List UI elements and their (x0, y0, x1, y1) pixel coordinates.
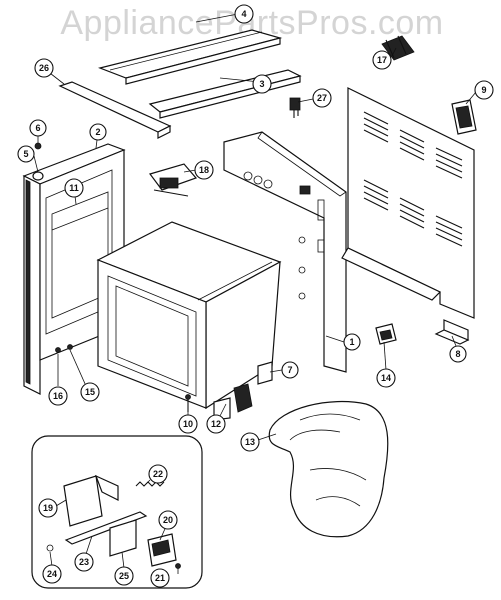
callout-19-label: 19 (43, 503, 53, 513)
callout-6[interactable]: 6 (29, 119, 47, 137)
part-18-switch[interactable] (149, 163, 198, 197)
callout-15[interactable]: 15 (80, 382, 100, 402)
callout-1-label: 1 (349, 337, 354, 347)
callout-16[interactable]: 16 (48, 386, 68, 406)
part-12-latch[interactable] (213, 383, 253, 421)
callout-21[interactable]: 21 (150, 568, 170, 588)
callout-9[interactable]: 9 (474, 80, 494, 100)
callout-3[interactable]: 3 (252, 74, 272, 94)
callout-25[interactable]: 25 (114, 566, 134, 586)
callout-18-label: 18 (199, 165, 209, 175)
part-3-lower-rail[interactable] (148, 69, 302, 119)
part-7-bracket[interactable] (257, 361, 273, 385)
callout-27-label: 27 (317, 93, 327, 103)
callout-25-label: 25 (119, 571, 129, 581)
callout-8[interactable]: 8 (449, 345, 467, 363)
callout-26-label: 26 (39, 63, 49, 73)
callout-16-label: 16 (53, 391, 63, 401)
callout-27[interactable]: 27 (312, 88, 332, 108)
callout-23[interactable]: 23 (74, 552, 94, 572)
callout-24-label: 24 (47, 569, 57, 579)
part-23-rod[interactable] (64, 511, 148, 545)
part-13-insulation[interactable] (268, 400, 389, 538)
callout-18[interactable]: 18 (194, 160, 214, 180)
callout-8-label: 8 (455, 349, 460, 359)
callout-14-label: 14 (381, 373, 391, 383)
part-1-side-panel[interactable] (223, 131, 347, 373)
callout-17[interactable]: 17 (372, 50, 392, 70)
part-15-screw[interactable] (67, 344, 73, 350)
part-25-plate[interactable] (109, 519, 137, 557)
callout-1[interactable]: 1 (343, 333, 361, 351)
part-24-ring[interactable] (46, 544, 54, 552)
part-4-top-rail[interactable] (98, 29, 283, 85)
callout-10-label: 10 (183, 419, 193, 429)
callout-21-label: 21 (155, 573, 165, 583)
part-17-clip[interactable] (381, 35, 415, 61)
callout-22[interactable]: 22 (148, 464, 168, 484)
callout-2[interactable]: 2 (89, 123, 107, 141)
part-9-back-panel[interactable] (341, 87, 475, 319)
part-21-screw[interactable] (175, 563, 181, 569)
callout-5-label: 5 (23, 149, 28, 159)
callout-20-label: 20 (163, 515, 173, 525)
callout-3-label: 3 (259, 79, 264, 89)
callout-11[interactable]: 11 (64, 178, 84, 198)
callout-11-label: 11 (69, 183, 79, 193)
callout-15-label: 15 (85, 387, 95, 397)
callout-19[interactable]: 19 (38, 498, 58, 518)
callout-23-label: 23 (79, 557, 89, 567)
callout-26[interactable]: 26 (34, 58, 54, 78)
callout-17-label: 17 (377, 55, 387, 65)
part-16-screw[interactable] (55, 347, 61, 353)
oven-cavity[interactable] (96, 221, 282, 410)
callout-7[interactable]: 7 (281, 361, 299, 379)
callout-6-label: 6 (35, 123, 40, 133)
leader-lines (33, 13, 477, 574)
part-19-bracket[interactable] (63, 474, 119, 527)
callout-7-label: 7 (287, 365, 292, 375)
callout-12[interactable]: 12 (206, 414, 226, 434)
callout-10[interactable]: 10 (178, 414, 198, 434)
part-14-clip[interactable] (375, 323, 397, 345)
part-9-bracket[interactable] (451, 99, 477, 135)
callout-13-label: 13 (245, 437, 255, 447)
part-6-screw[interactable] (34, 142, 42, 150)
part-20-block[interactable] (147, 533, 177, 567)
callout-14[interactable]: 14 (376, 368, 396, 388)
callout-4[interactable]: 4 (234, 4, 254, 24)
callout-5[interactable]: 5 (17, 145, 35, 163)
callout-22-label: 22 (153, 469, 163, 479)
callout-24[interactable]: 24 (42, 564, 62, 584)
callout-13[interactable]: 13 (240, 432, 260, 452)
callout-12-label: 12 (211, 419, 221, 429)
part-22-spring[interactable] (135, 481, 165, 487)
part-8-bracket[interactable] (434, 319, 470, 345)
callout-9-label: 9 (481, 85, 486, 95)
vent-slots (363, 111, 463, 247)
callout-2-label: 2 (95, 127, 100, 137)
callout-20[interactable]: 20 (158, 510, 178, 530)
part-5-bumper[interactable] (32, 171, 44, 181)
callout-4-label: 4 (241, 9, 246, 19)
part-27-connector[interactable] (289, 97, 301, 118)
part-10-screw[interactable] (185, 394, 191, 413)
part-26-front-rail[interactable] (58, 81, 172, 139)
